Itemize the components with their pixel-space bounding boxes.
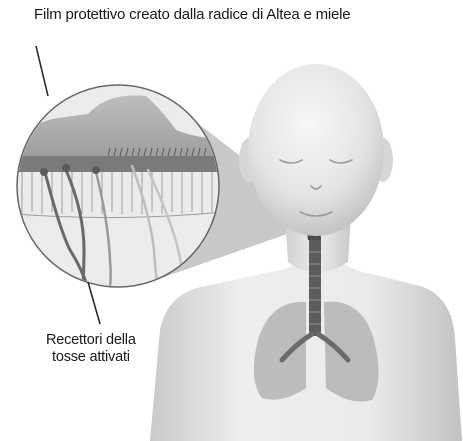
receptors-pointer-line [88, 282, 100, 324]
receptors-label-line1: Recettori della [46, 332, 166, 349]
head [248, 64, 384, 236]
receptors-label-line2: tosse attivati [46, 349, 166, 366]
magnified-view [10, 80, 230, 300]
film-pointer-line [36, 46, 48, 96]
film-label: Film protettivo creato dalla radice di A… [34, 6, 350, 23]
receptors-label: Recettori della tosse attivati [46, 332, 166, 366]
